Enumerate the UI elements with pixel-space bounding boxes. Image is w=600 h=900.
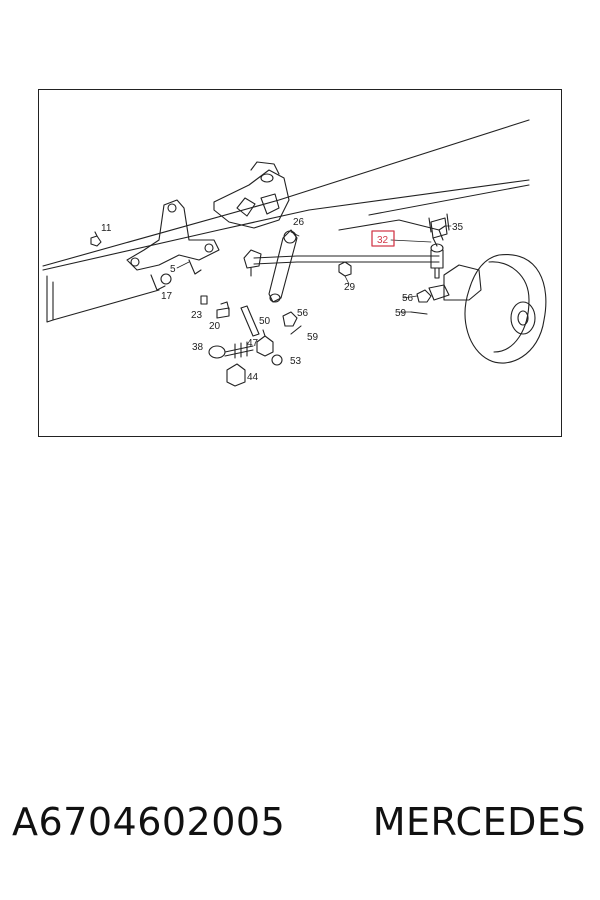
leader-lines (176, 225, 452, 313)
steering-knuckle (428, 264, 482, 301)
steering-linkage-drawing: 11 26 35 32 5 29 17 56 23 50 56 59 20 59… (42, 119, 547, 387)
callout-59-center: 59 (307, 332, 319, 343)
part-number: A6704602005 (12, 800, 286, 844)
tie-rod-end (430, 217, 448, 279)
callout-5: 5 (170, 264, 176, 275)
callout-47: 47 (247, 338, 259, 349)
callout-11: 11 (101, 223, 112, 234)
steering-box (213, 161, 290, 229)
callout-59-right: 59 (395, 308, 407, 319)
callout-53: 53 (290, 356, 302, 367)
small-parts (90, 213, 450, 387)
callouts: 11 26 35 32 5 29 17 56 23 50 56 59 20 59… (101, 217, 464, 383)
mounting-bracket (126, 199, 220, 291)
callout-29: 29 (344, 282, 356, 293)
pitman-arm (268, 229, 298, 303)
callout-20: 20 (209, 321, 221, 332)
caption-bar: A6704602005 MERCEDES (0, 800, 600, 860)
drag-link-32 (253, 255, 440, 265)
callout-35: 35 (452, 222, 464, 233)
callout-17: 17 (161, 291, 173, 302)
callout-44: 44 (247, 372, 259, 383)
callout-50: 50 (259, 316, 271, 327)
frame-rail (42, 119, 530, 323)
wheel-hub (464, 254, 547, 364)
highlight-box-32 (371, 230, 395, 247)
callout-23: 23 (191, 310, 203, 321)
brand-name: MERCEDES (372, 800, 586, 844)
callout-38: 38 (192, 342, 204, 353)
callout-32: 32 (377, 235, 389, 246)
callout-26: 26 (293, 217, 305, 228)
parts-diagram: 11 26 35 32 5 29 17 56 23 50 56 59 20 59… (38, 89, 562, 437)
callout-56-center: 56 (297, 308, 309, 319)
callout-56-right: 56 (402, 293, 414, 304)
